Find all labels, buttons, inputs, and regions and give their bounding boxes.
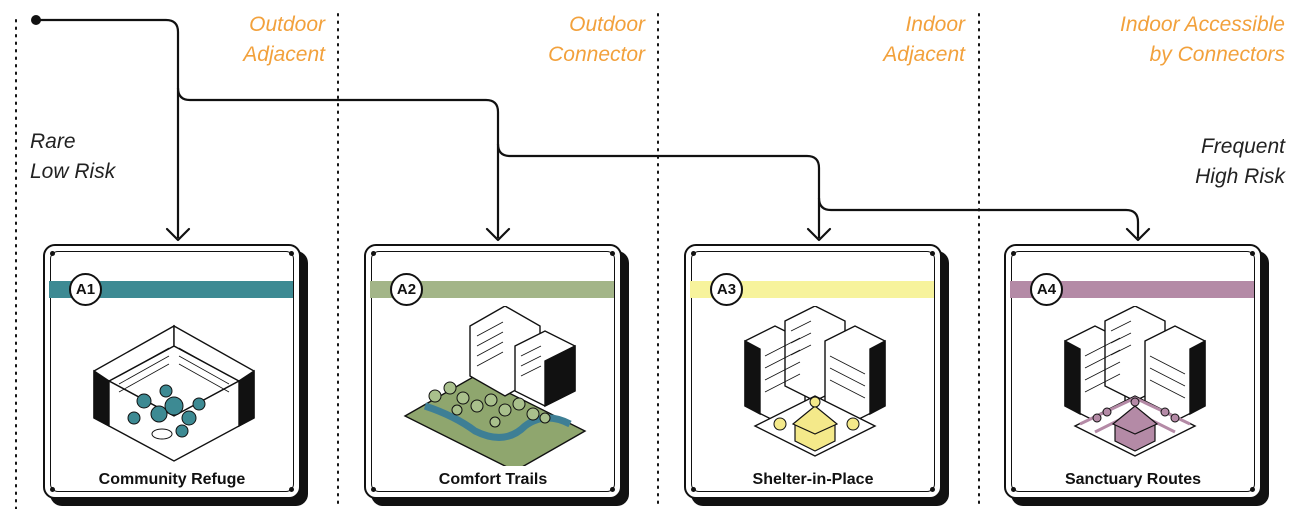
arrow-heads [165,227,1151,242]
trails-illustration [403,306,587,466]
start-dot [31,15,41,25]
card-frame: A4 [1004,244,1262,499]
sanctuary-illustration [1064,306,1206,457]
card-frame: A1 [43,244,301,499]
corner-dot [1250,487,1255,492]
shelter-illustration [744,306,886,457]
card-inner-frame [691,251,935,492]
arrow-head-a4 [1125,227,1151,242]
card-comfort-trails: A2 Comfor [364,244,629,506]
courtyard-illustration [93,324,255,462]
corner-dot [50,487,55,492]
corner-dot [610,487,615,492]
corner-dot [1250,251,1255,256]
color-band [370,281,614,298]
arrow-head-a2 [485,227,511,242]
category-outdoor-connector: Outdoor Connector [548,13,645,66]
card-badge: A3 [710,273,743,306]
flow-path [36,18,1140,238]
card-badge: A1 [69,273,102,306]
card-badge: A2 [390,273,423,306]
risk-label-low: Rare Low Risk [30,130,116,183]
card-sanctuary-routes: A4 [1004,244,1269,506]
risk-label-high: Frequent High Risk [1195,135,1285,188]
card-frame: A2 Comfor [364,244,622,499]
card-frame: A3 [684,244,942,499]
corner-dot [1011,487,1016,492]
corner-dot [610,251,615,256]
corner-dot [1011,251,1016,256]
card-inner-frame [371,251,615,492]
card-title: Shelter-in-Place [752,471,874,488]
corner-dot [930,487,935,492]
corner-dot [371,251,376,256]
card-title: Comfort Trails [438,471,548,488]
color-band [49,281,293,298]
card-inner-frame [50,251,294,492]
corner-dot [371,487,376,492]
arrow-head-a1 [165,227,191,242]
corner-dot [691,487,696,492]
color-band [1010,281,1254,298]
card-shelter-in-place: A3 [684,244,949,506]
arrow-head-a3 [806,227,832,242]
card-badge: A4 [1030,273,1063,306]
color-band [690,281,934,298]
category-outdoor-adjacent: Outdoor Adjacent [243,13,325,66]
category-indoor-accessible: Indoor Accessible by Connectors [1120,13,1285,66]
category-indoor-adjacent: Indoor Adjacent [883,13,965,66]
card-community-refuge: A1 [43,244,308,506]
corner-dot [50,251,55,256]
corner-dot [930,251,935,256]
corner-dot [289,251,294,256]
card-title: Community Refuge [98,471,246,488]
corner-dot [289,487,294,492]
card-inner-frame [1011,251,1255,492]
card-title: Sanctuary Routes [1064,471,1202,488]
column-separators [15,13,980,509]
corner-dot [691,251,696,256]
